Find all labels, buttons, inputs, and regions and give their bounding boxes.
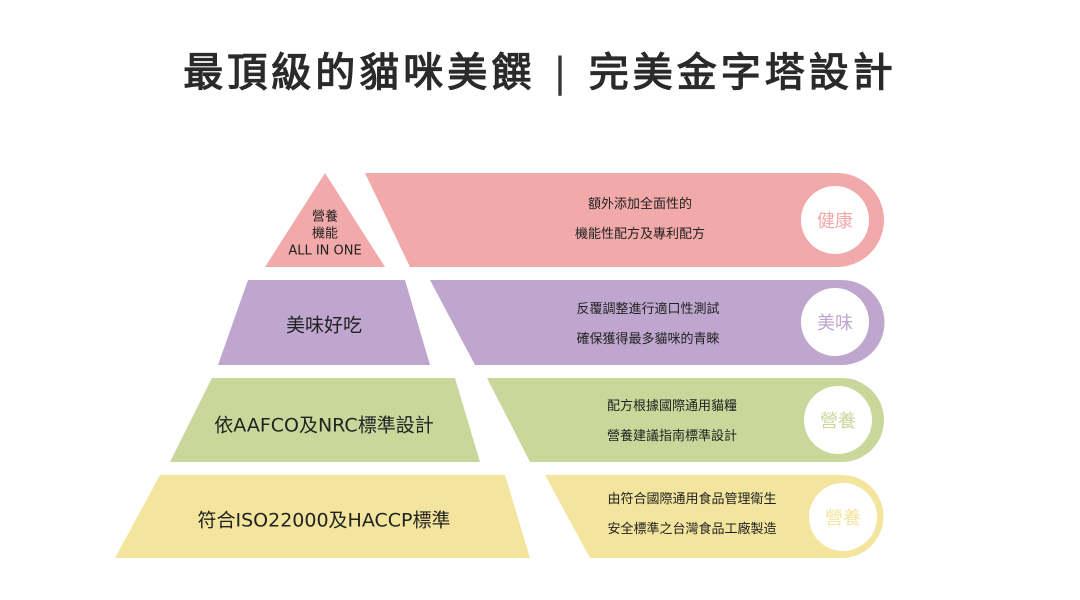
badge-circle-4: [809, 483, 877, 551]
description-2: 反覆調整進行適口性測試 確保獲得最多貓咪的青睞: [576, 295, 719, 355]
pyramid-level-3: [170, 378, 480, 462]
badge-label-2: 美味: [817, 313, 853, 334]
badge-label-3: 營養: [820, 411, 856, 432]
pyramid-level-1: [265, 173, 385, 267]
pyramid-level-4: [115, 475, 530, 558]
description-line: 確保獲得最多貓咪的青睞: [576, 332, 720, 347]
pyramid-label-line: 營養: [311, 209, 338, 225]
badge-circle-1: [801, 186, 869, 254]
description-line: 營養建議指南標準設計: [606, 429, 738, 444]
pyramid-label-1: 營養 機能 ALL IN ONE: [288, 209, 361, 260]
band-level-3: [487, 378, 884, 462]
pyramid-label-line: ALL IN ONE: [288, 243, 362, 259]
badge-label-4: 營養: [825, 508, 861, 529]
description-3: 配方根據國際通用貓糧 營養建議指南標準設計: [607, 392, 737, 452]
band-level-1: [365, 173, 884, 267]
description-line: 配方根據國際通用貓糧: [606, 399, 738, 414]
badge-label-1: 健康: [817, 211, 853, 232]
description-line: 機能性配方及專利配方: [574, 227, 706, 242]
pyramid-level-2: [218, 280, 430, 365]
description-4: 由符合國際通用食品管理衛生 安全標準之台灣食品工廠製造: [607, 485, 776, 545]
description-line: 安全標準之台灣食品工廠製造: [607, 522, 777, 537]
badge-circle-3: [804, 386, 872, 454]
title-left: 最頂級的貓咪美饌: [183, 50, 536, 96]
pyramid-label-line: 機能: [311, 226, 338, 242]
pyramid-label-2: 美味好吃: [285, 314, 363, 337]
title-separator: |: [553, 50, 571, 96]
band-level-4: [545, 475, 884, 558]
description-line: 額外添加全面性的: [587, 197, 693, 212]
description-1: 額外添加全面性的 機能性配方及專利配方: [575, 190, 705, 250]
pyramid-label-4: 符合ISO22000及HACCP標準: [197, 509, 451, 532]
description-line: 反覆調整進行適口性測試: [576, 302, 720, 317]
page-title: 最頂級的貓咪美饌 | 完美金字塔設計: [0, 40, 1080, 98]
band-level-2: [430, 280, 885, 365]
title-right: 完美金字塔設計: [588, 50, 897, 96]
badge-circle-2: [801, 288, 869, 356]
description-line: 由符合國際通用食品管理衛生: [607, 492, 777, 507]
pyramid-label-3: 依AAFCO及NRC標準設計: [214, 414, 434, 437]
